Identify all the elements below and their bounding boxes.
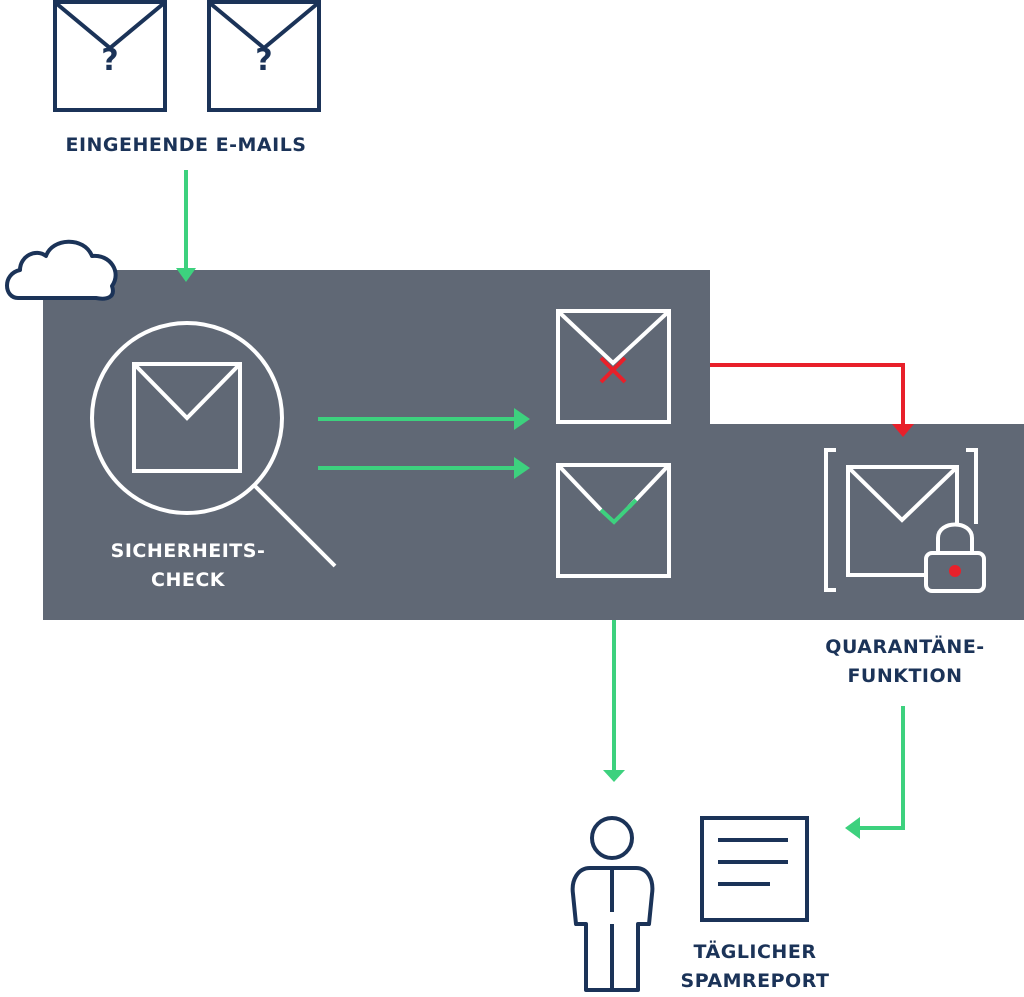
arrow-to-rejected-head: [514, 408, 530, 430]
arrow-to-user-head: [603, 770, 625, 782]
spam-report-label: TÄGLICHER SPAMREPORT: [650, 938, 860, 996]
question-mark: ?: [255, 43, 272, 78]
magnifier-envelope-icon: [90, 321, 337, 568]
security-check-label: SICHERHEITS- CHECK: [78, 537, 298, 595]
arrow-to-report: [858, 706, 905, 830]
document-icon: [700, 816, 809, 922]
envelope-question-icon: ?: [53, 0, 167, 112]
arrow-to-report-head: [845, 817, 860, 839]
envelope-cross-icon: [556, 309, 671, 424]
quarantine-line1: QUARANTÄNE-: [825, 636, 985, 658]
cloud-icon: [5, 239, 118, 301]
arrow-to-quarantine: [710, 363, 905, 426]
incoming-mails-label: EINGEHENDE E-MAILS: [0, 131, 372, 160]
spam-report-line2: SPAMREPORT: [680, 970, 830, 992]
spam-report-line1: TÄGLICHER: [693, 941, 817, 963]
arrow-incoming-head: [176, 268, 196, 282]
quarantine-label: QUARANTÄNE- FUNKTION: [790, 633, 1020, 691]
security-check-line1: SICHERHEITS-: [110, 540, 266, 562]
person-icon: [570, 816, 655, 992]
arrow-to-quarantine-head: [892, 424, 914, 437]
incoming-mails-text: EINGEHENDE E-MAILS: [65, 134, 307, 156]
locked-envelope-icon: [824, 448, 986, 593]
envelope-question-icon: ?: [207, 0, 321, 112]
arrow-to-accepted-head: [514, 457, 530, 479]
quarantine-line2: FUNKTION: [847, 665, 963, 687]
envelope-check-icon: [556, 463, 671, 578]
security-check-line2: CHECK: [151, 569, 225, 591]
question-mark: ?: [101, 43, 118, 78]
cloud-service-panel: [43, 270, 1024, 620]
